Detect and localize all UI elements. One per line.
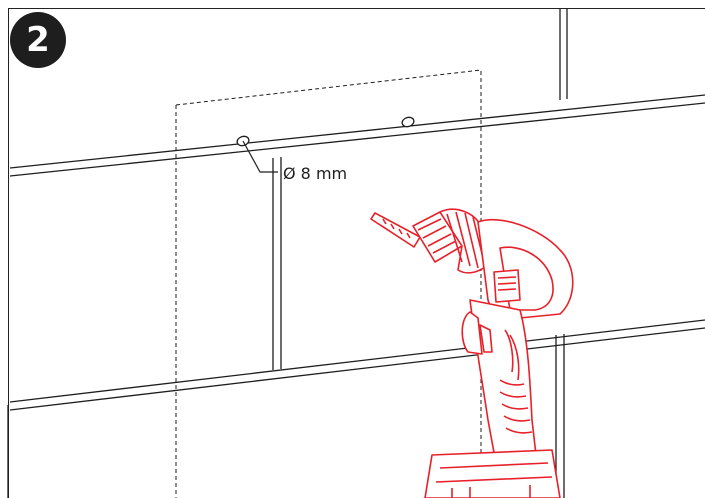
cordless-drill-icon — [370, 208, 574, 498]
drill-holes — [236, 116, 415, 147]
drill-hole-right — [401, 116, 415, 128]
dimension-leader-line — [242, 140, 278, 173]
mounting-template-outline — [175, 69, 482, 498]
step-number-badge: 2 — [10, 12, 66, 68]
hole-diameter-label: Ø 8 mm — [283, 164, 348, 183]
panel-frame — [8, 8, 705, 498]
tile-wall — [7, 8, 705, 498]
